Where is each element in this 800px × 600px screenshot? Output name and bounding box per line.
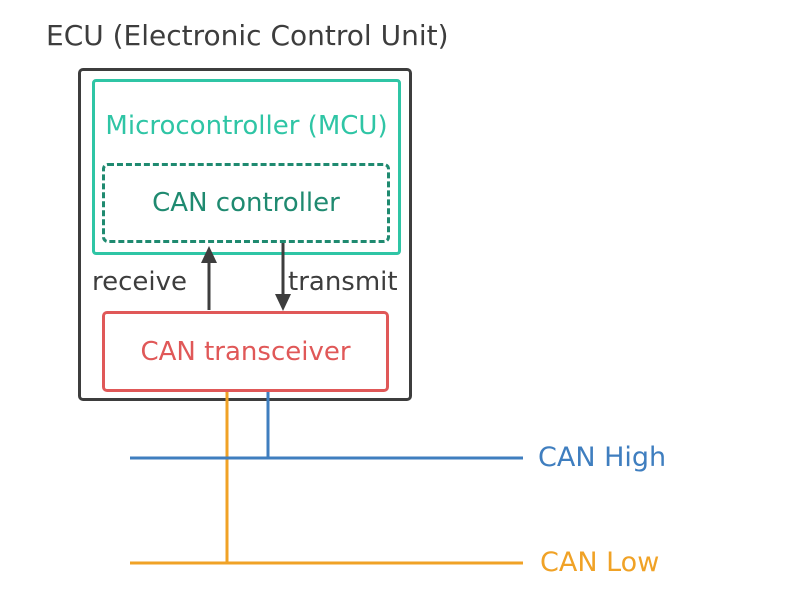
can-controller-box: CAN controller [102,163,390,243]
mcu-label: Microcontroller (MCU) [105,111,388,141]
can-low-label: CAN Low [540,547,660,578]
receive-label: receive [92,267,188,297]
can-transceiver-label: CAN transceiver [140,336,351,367]
can-transceiver-box: CAN transceiver [102,311,389,392]
mcu-box: Microcontroller (MCU) [92,79,401,255]
diagram-title: ECU (Electronic Control Unit) [46,19,449,52]
transmit-label: transmit [288,267,398,297]
can-high-label: CAN High [538,442,667,473]
can-controller-label: CAN controller [152,188,340,218]
